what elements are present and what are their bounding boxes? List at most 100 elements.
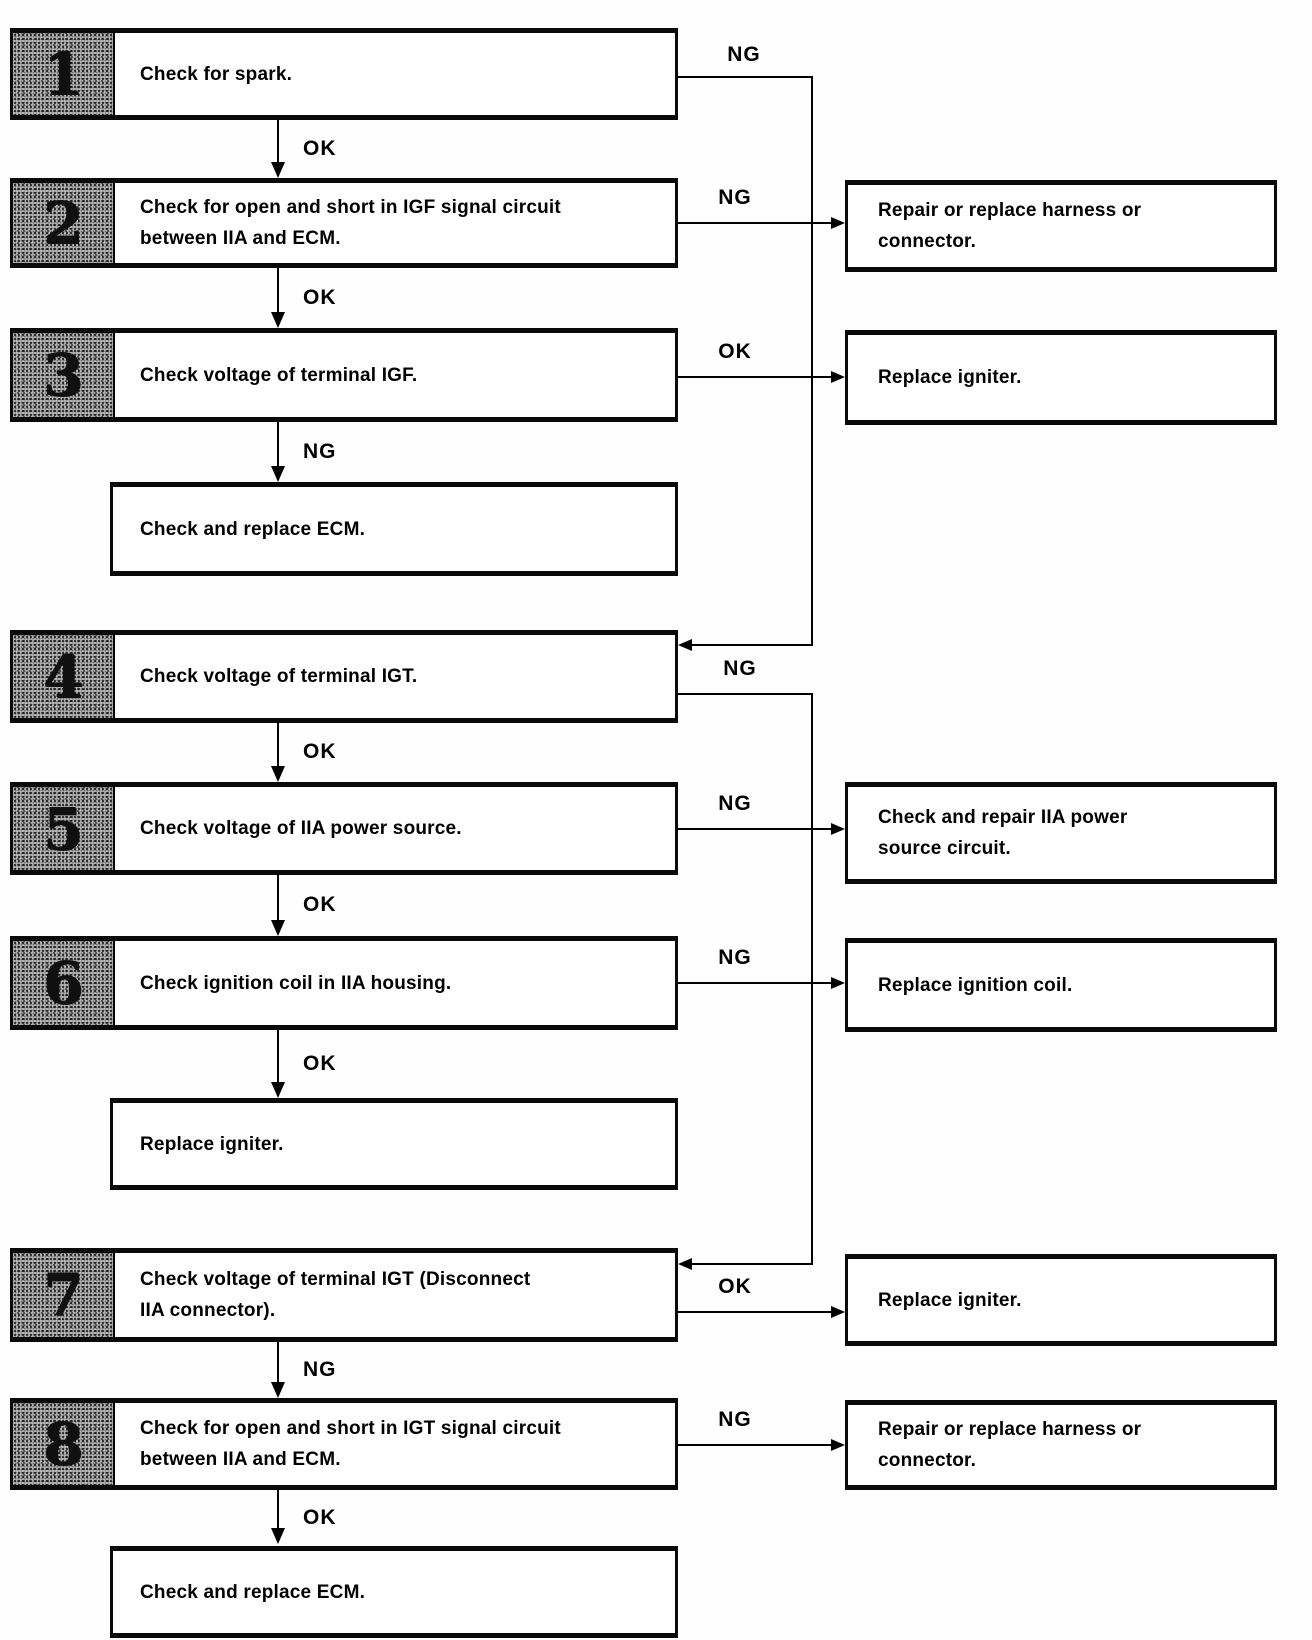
edge-4-ng-label: NG <box>723 657 757 680</box>
edge-4-ng-arrowhead-icon <box>678 1258 692 1270</box>
result-repair-harness-label-2: Repair or replace harness or connector. <box>878 1419 1142 1471</box>
edge-5-ok-line <box>277 875 279 922</box>
edge-8-ok-arrowhead-icon <box>271 1528 285 1544</box>
step-1-box: 1 Check for spark. <box>10 28 678 120</box>
step-1-number: 1 <box>42 40 84 108</box>
edge-4-ok-arrowhead-icon <box>271 766 285 782</box>
step-6-number-block: 6 <box>13 941 115 1025</box>
result-replace-igniter-label-mid: Replace igniter. <box>140 1133 284 1155</box>
edge-6-ok-arrowhead-icon <box>271 1082 285 1098</box>
edge-5-ng-line <box>677 828 831 830</box>
step-8-number: 8 <box>42 1410 84 1478</box>
edge-1-ng-line-h1 <box>677 76 813 78</box>
step-5-label: Check voltage of IIA power source. <box>140 818 462 839</box>
result-repair-power-source-box: Check and repair IIA power source circui… <box>845 782 1277 884</box>
result-check-replace-ecm-label-1: Check and replace ECM. <box>140 518 366 540</box>
step-5-number: 5 <box>42 794 84 863</box>
result-repair-harness-box-2: Repair or replace harness or connector. <box>845 1400 1277 1490</box>
edge-7-ng-arrowhead-icon <box>271 1382 285 1398</box>
result-check-replace-ecm-label-2: Check and replace ECM. <box>140 1581 366 1603</box>
step-5-number-block: 5 <box>13 787 115 870</box>
step-4-number-block: 4 <box>13 635 115 718</box>
step-2-number: 2 <box>42 189 84 257</box>
step-3-number-block: 3 <box>13 333 115 417</box>
step-1-number-block: 1 <box>13 33 115 115</box>
result-repair-harness-box-1: Repair or replace harness or connector. <box>845 180 1277 272</box>
step-8-label: Check for open and short in IGT signal c… <box>140 1418 561 1470</box>
edge-2-ng-label: NG <box>718 186 752 209</box>
edge-1-ok-line <box>277 120 279 166</box>
step-2-label: Check for open and short in IGF signal c… <box>140 197 561 249</box>
edge-2-ng-arrowhead-icon <box>831 217 845 229</box>
step-2-box: 2 Check for open and short in IGF signal… <box>10 178 678 268</box>
result-repair-power-source-label: Check and repair IIA power source circui… <box>878 807 1128 859</box>
result-replace-igniter-label-1: Replace igniter. <box>878 367 1022 388</box>
result-replace-igniter-label-2: Replace igniter. <box>878 1289 1022 1311</box>
edge-3-ok-label: OK <box>718 340 752 363</box>
edge-1-ng-line-h2 <box>692 644 813 646</box>
edge-5-ok-arrowhead-icon <box>271 920 285 936</box>
result-replace-ignition-coil-box: Replace ignition coil. <box>845 938 1277 1032</box>
edge-8-ok-label: OK <box>303 1506 337 1529</box>
result-repair-harness-label-1: Repair or replace harness or connector. <box>878 200 1142 252</box>
step-4-box: 4 Check voltage of terminal IGT. <box>10 630 678 723</box>
edge-3-ng-arrowhead-icon <box>271 466 285 482</box>
result-replace-igniter-box-2: Replace igniter. <box>845 1254 1277 1346</box>
edge-8-ng-label: NG <box>718 1408 752 1431</box>
step-3-box: 3 Check voltage of terminal IGF. <box>10 328 678 422</box>
step-7-number-block: 7 <box>13 1253 115 1337</box>
edge-4-ok-label: OK <box>303 740 337 763</box>
edge-7-ng-line <box>277 1342 279 1384</box>
edge-6-ng-line <box>677 982 831 984</box>
edge-4-ok-line <box>277 723 279 768</box>
step-3-label: Check voltage of terminal IGF. <box>140 364 418 386</box>
edge-1-ng-label: NG <box>727 43 761 66</box>
edge-7-ok-label: OK <box>718 1275 752 1298</box>
step-2-number-block: 2 <box>13 183 115 263</box>
edge-1-ok-arrowhead-icon <box>271 162 285 178</box>
edge-1-ng-arrowhead-icon <box>678 639 692 651</box>
edge-6-ng-arrowhead-icon <box>831 977 845 989</box>
result-replace-ignition-coil-label: Replace ignition coil. <box>878 974 1073 996</box>
edge-6-ng-label: NG <box>718 946 752 969</box>
step-7-number: 7 <box>42 1261 84 1329</box>
step-6-label: Check ignition coil in IIA housing. <box>140 972 452 994</box>
edge-6-ok-label: OK <box>303 1052 337 1075</box>
edge-3-ng-line <box>277 422 279 468</box>
edge-8-ok-line <box>277 1490 279 1530</box>
step-4-number: 4 <box>42 642 84 711</box>
step-4-label: Check voltage of terminal IGT. <box>140 666 418 687</box>
edge-6-ok-line <box>277 1030 279 1084</box>
step-1-label: Check for spark. <box>140 63 293 85</box>
edge-2-ng-line <box>677 222 831 224</box>
result-replace-igniter-box-mid: Replace igniter. <box>110 1098 678 1190</box>
edge-7-ok-arrowhead-icon <box>831 1306 845 1318</box>
step-8-box: 8 Check for open and short in IGT signal… <box>10 1398 678 1490</box>
step-6-box: 6 Check ignition coil in IIA housing. <box>10 936 678 1030</box>
step-8-number-block: 8 <box>13 1403 115 1485</box>
edge-7-ng-label: NG <box>303 1358 337 1381</box>
edge-7-ok-line <box>677 1311 831 1313</box>
step-3-number: 3 <box>42 341 84 409</box>
step-7-label: Check voltage of terminal IGT (Disconnec… <box>140 1269 531 1321</box>
edge-1-ng-line-v <box>811 76 813 646</box>
result-replace-igniter-box-1: Replace igniter. <box>845 330 1277 425</box>
edge-2-ok-line <box>277 268 279 314</box>
edge-4-ng-line-h1 <box>677 693 813 695</box>
edge-3-ok-line <box>677 376 831 378</box>
edge-3-ok-arrowhead-icon <box>831 371 845 383</box>
edge-5-ng-label: NG <box>718 792 752 815</box>
edge-4-ng-line-h2 <box>692 1263 813 1265</box>
edge-5-ok-label: OK <box>303 893 337 916</box>
result-check-replace-ecm-box-1: Check and replace ECM. <box>110 482 678 576</box>
edge-2-ok-label: OK <box>303 286 337 309</box>
step-7-box: 7 Check voltage of terminal IGT (Disconn… <box>10 1248 678 1342</box>
edge-5-ng-arrowhead-icon <box>831 823 845 835</box>
edge-8-ng-arrowhead-icon <box>831 1439 845 1451</box>
edge-2-ok-arrowhead-icon <box>271 312 285 328</box>
step-5-box: 5 Check voltage of IIA power source. <box>10 782 678 875</box>
result-check-replace-ecm-box-2: Check and replace ECM. <box>110 1546 678 1638</box>
edge-4-ng-line-v <box>811 693 813 1265</box>
edge-8-ng-line <box>677 1444 831 1446</box>
